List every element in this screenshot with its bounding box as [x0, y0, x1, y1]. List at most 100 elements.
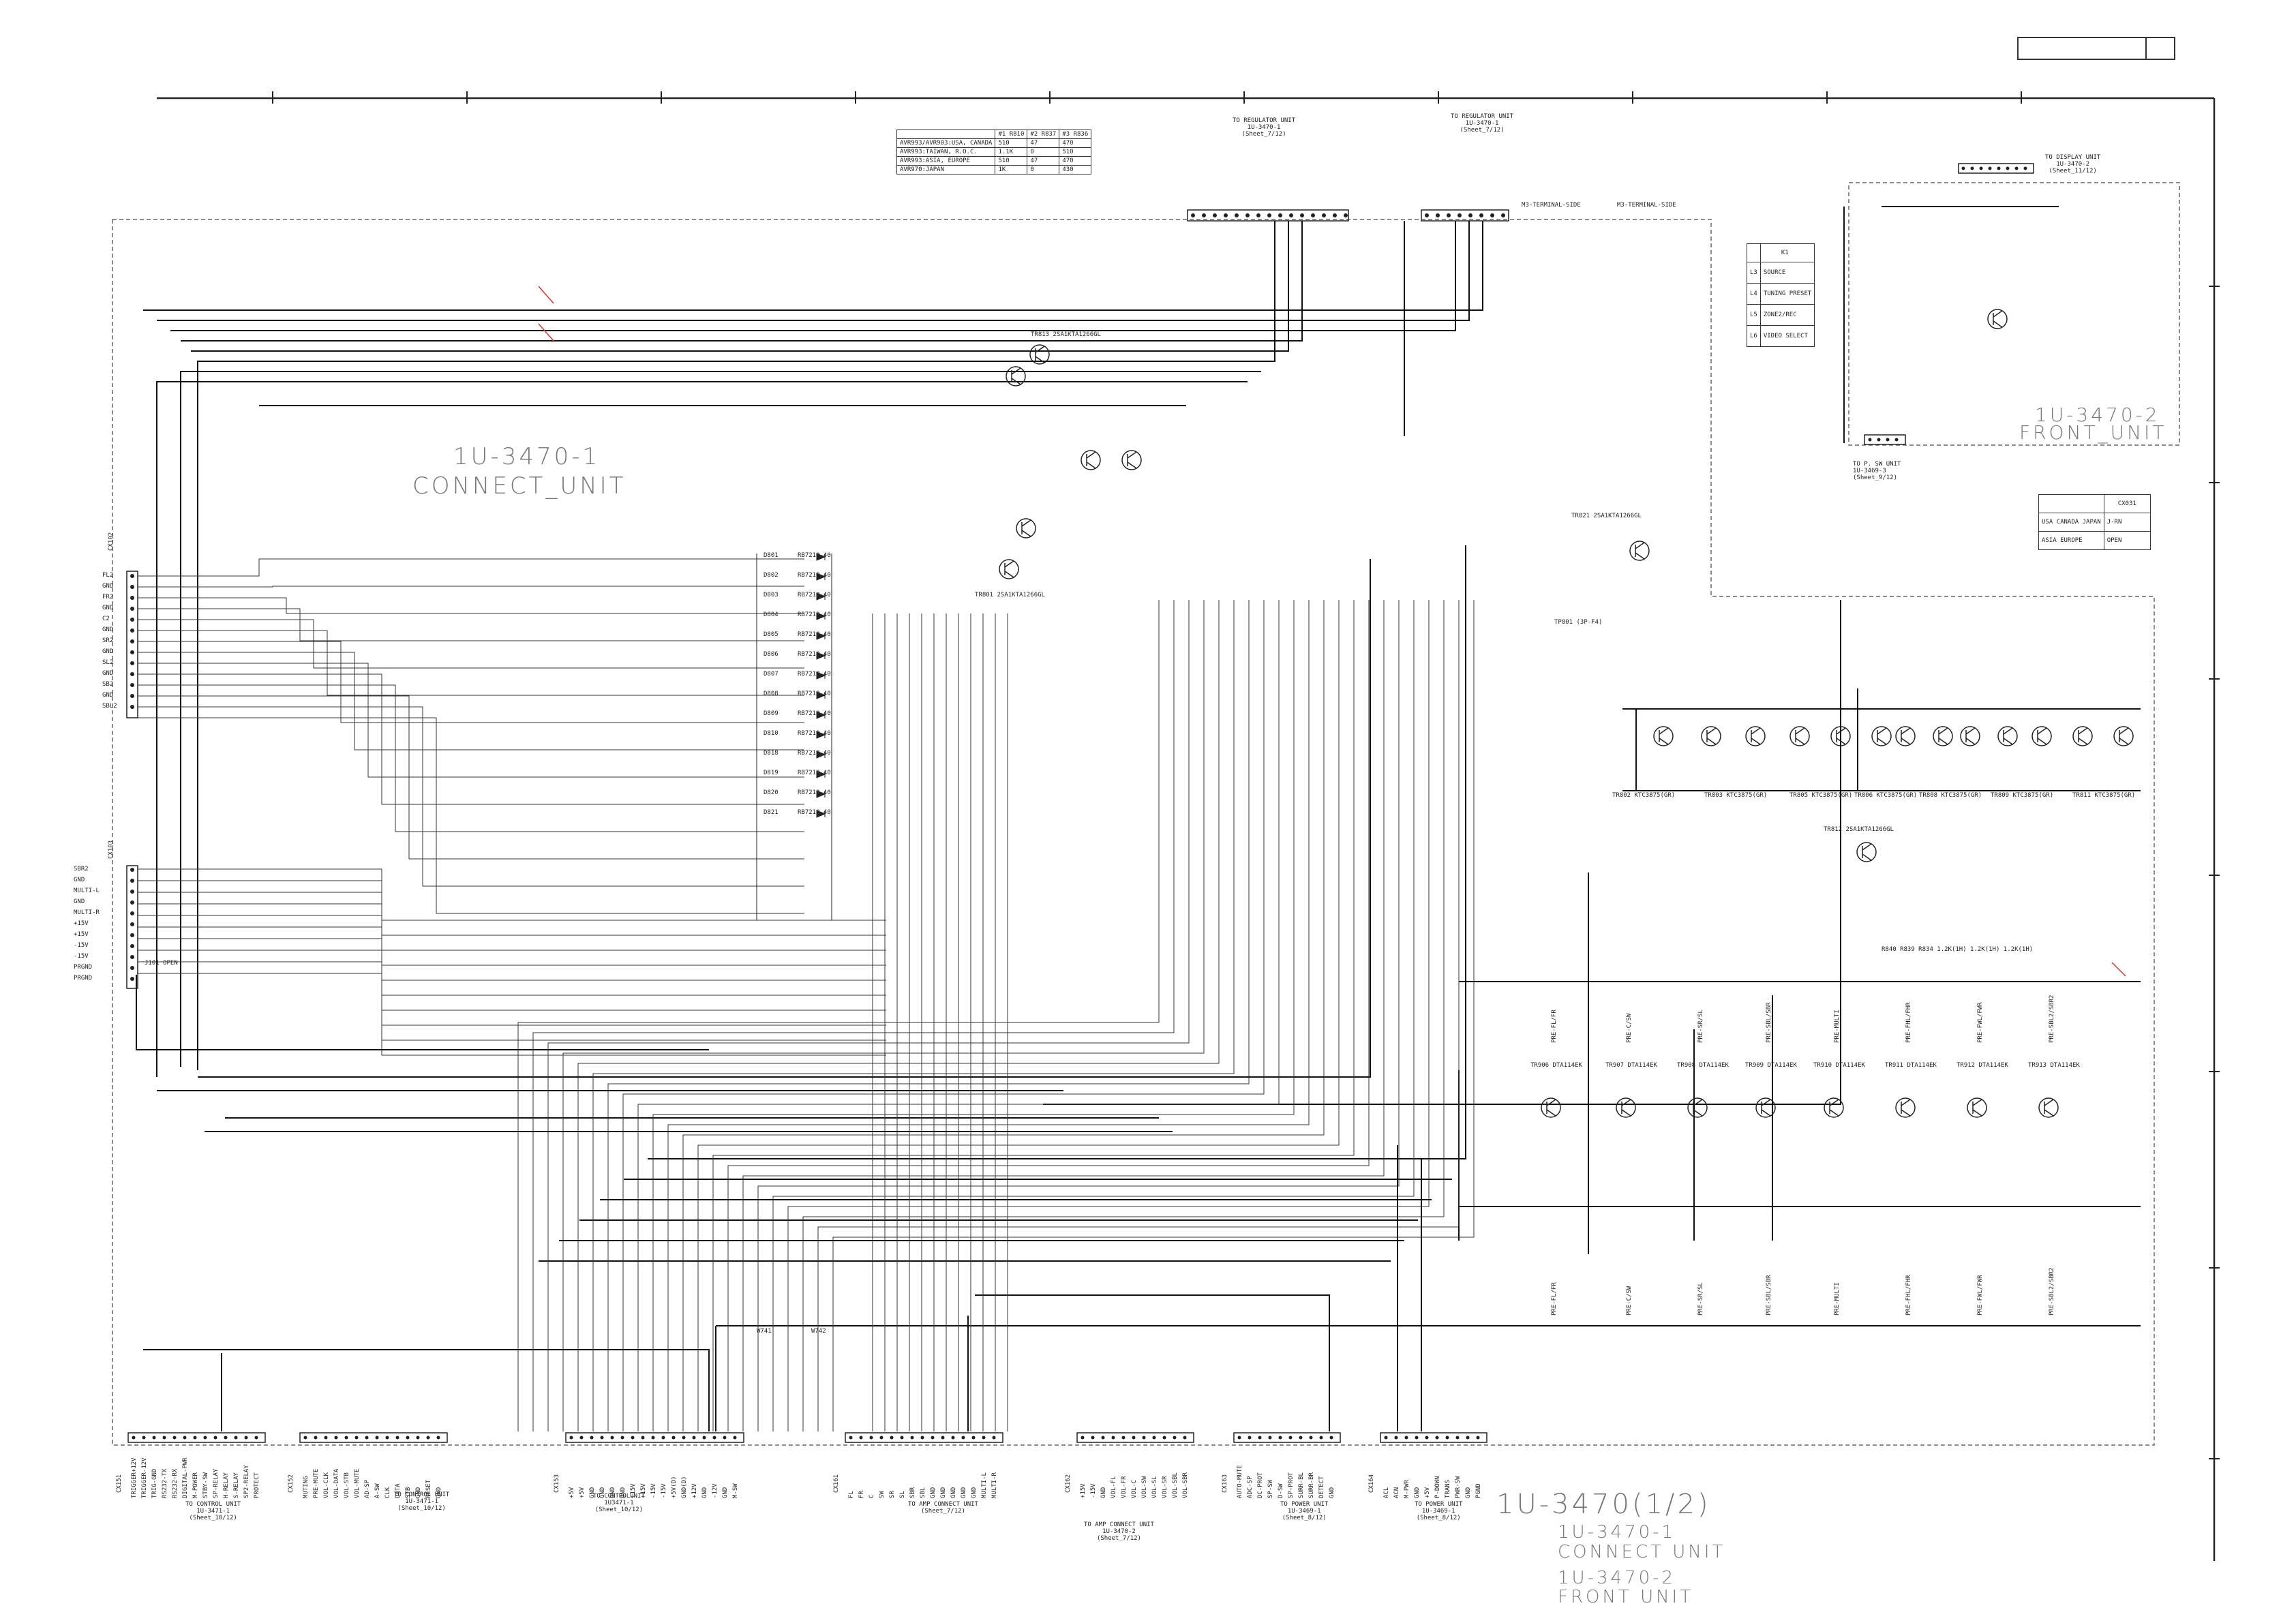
diode-symbol	[816, 573, 826, 581]
it-cell: SOURCE	[1759, 262, 1815, 284]
mid-transistor	[1877, 727, 1887, 745]
thin-trace	[138, 868, 886, 921]
note-sheet: (Sheet_10/12)	[594, 1506, 644, 1513]
bottom-pin	[375, 1436, 379, 1440]
aux-transistor	[1862, 843, 1872, 861]
left-pin-label: SBR2	[74, 866, 89, 873]
mid-transistor-label: TR808 KTC3875(GR)	[1919, 792, 1982, 799]
it-h1: K1	[1759, 243, 1815, 262]
bottom-pin-label: RS232-RX	[172, 1468, 179, 1498]
bottom-pin	[426, 1436, 430, 1440]
low-transistor	[1621, 1099, 1631, 1117]
red-mark-1	[538, 286, 554, 304]
thin-trace	[138, 706, 804, 887]
aux-transistor	[1635, 542, 1645, 560]
left-pin	[130, 650, 134, 654]
left-pin	[130, 868, 134, 872]
note-text: TO AMP CONNECT UNIT	[1084, 1521, 1154, 1528]
mt-cell: 510	[1059, 147, 1092, 157]
left-pin	[130, 890, 134, 894]
bottom-pin	[344, 1436, 348, 1440]
bottom-connector	[299, 1432, 448, 1443]
bottom-pin	[334, 1436, 338, 1440]
left-pin-label: -15V	[74, 953, 89, 960]
bottom-pin	[1435, 1436, 1439, 1440]
bottom-pin	[1394, 1436, 1398, 1440]
bottom-pin-label: MULTI-R	[991, 1472, 998, 1498]
thin-trace	[138, 586, 804, 588]
bottom-pin-label: GND	[609, 1487, 616, 1498]
mt-cell: 510	[995, 156, 1028, 166]
top-pin	[1256, 213, 1260, 217]
bottom-pin	[1309, 1436, 1313, 1440]
left-pin-label: PRGND	[74, 964, 93, 971]
top-pin	[1447, 213, 1451, 217]
mid-transistor	[2003, 727, 2013, 745]
top-pin	[1322, 213, 1326, 217]
bottom-pin-label: C	[868, 1494, 875, 1498]
diode-part-label: RB721Q-40	[798, 691, 831, 697]
left-connector-name: CX102	[108, 532, 115, 551]
low-signal-label: PRE-SBL2/SBR2	[2049, 1267, 2055, 1316]
bottom-pin-label: TRIGGER+12V	[131, 1457, 138, 1498]
left-pin-label: C2	[102, 616, 110, 622]
bottom-pin-label: VOL-SW	[1141, 1476, 1148, 1498]
note-sheet: (Sheet_11/12)	[2049, 168, 2097, 175]
top-pin	[1245, 213, 1250, 217]
bottom-pin	[910, 1436, 914, 1440]
diode-part-label: RB721Q-40	[798, 671, 831, 678]
trace-wire	[136, 975, 709, 1050]
bottom-pin-label: STB	[405, 1487, 412, 1498]
diode-ref-label: D803	[764, 592, 779, 598]
top-pin	[1224, 213, 1228, 217]
diode-ref-label: D819	[764, 770, 779, 776]
top-pin	[1979, 166, 1983, 170]
bottom-pin-label: ACL	[1383, 1487, 1390, 1498]
it-cell: VIDEO SELECT	[1759, 325, 1815, 347]
bottom-pin-label: VOL-DATA	[333, 1468, 340, 1498]
note-sheet: (Sheet_10/12)	[397, 1505, 446, 1512]
aux-transistor	[1035, 346, 1045, 363]
bottom-pin	[1183, 1436, 1187, 1440]
trace-wire	[191, 221, 1289, 352]
bottom-pin	[733, 1436, 737, 1440]
bottom-pin-label: DETECT	[1318, 1476, 1325, 1498]
bottom-pin	[961, 1436, 965, 1440]
left-pin	[130, 661, 134, 665]
diode-part-label: RB721Q-40	[798, 730, 831, 737]
bottom-pin	[900, 1436, 904, 1440]
tr812-label: TR812 2SA1KTA1266GL	[1824, 826, 1894, 833]
bottom-pin	[661, 1436, 665, 1440]
low-transistor-label: TR906 DTA114EK	[1530, 1062, 1582, 1069]
diode-symbol	[816, 770, 826, 778]
bottom-pin-label: CLK	[384, 1487, 391, 1498]
bottom-pin	[651, 1436, 655, 1440]
tp801-label: TP801 (3P-F4)	[1554, 619, 1603, 626]
it-cell: L6	[1747, 325, 1761, 347]
note-sheet: (Sheet_10/12)	[189, 1515, 237, 1521]
low-transistor	[1895, 1097, 1916, 1118]
bottom-connector	[1380, 1432, 1487, 1443]
bottom-pin-label: H-RELAY	[223, 1472, 230, 1498]
left-pin-label: GND	[74, 877, 85, 883]
bottom-pin	[244, 1436, 248, 1440]
mid-transistor	[2072, 726, 2093, 746]
bottom-pin	[354, 1436, 359, 1440]
bottom-pin-label: SURR-BR	[1308, 1472, 1315, 1498]
note-sheet: (Sheet_7/12)	[1096, 1535, 1141, 1542]
bottom-pin-label: TRIGGER-12V	[141, 1457, 148, 1498]
rt-cell: OPEN	[2103, 531, 2151, 550]
top-pin	[1213, 213, 1217, 217]
mid-transistor	[1871, 726, 1892, 746]
low-transistor-label: TR912 DTA114EK	[1957, 1062, 2008, 1069]
bottom-pin-label: M-SW	[732, 1483, 739, 1498]
low-transistor	[1687, 1097, 1708, 1118]
bottom-pin	[436, 1436, 440, 1440]
thin-trace	[138, 608, 804, 641]
left-pin	[130, 618, 134, 622]
